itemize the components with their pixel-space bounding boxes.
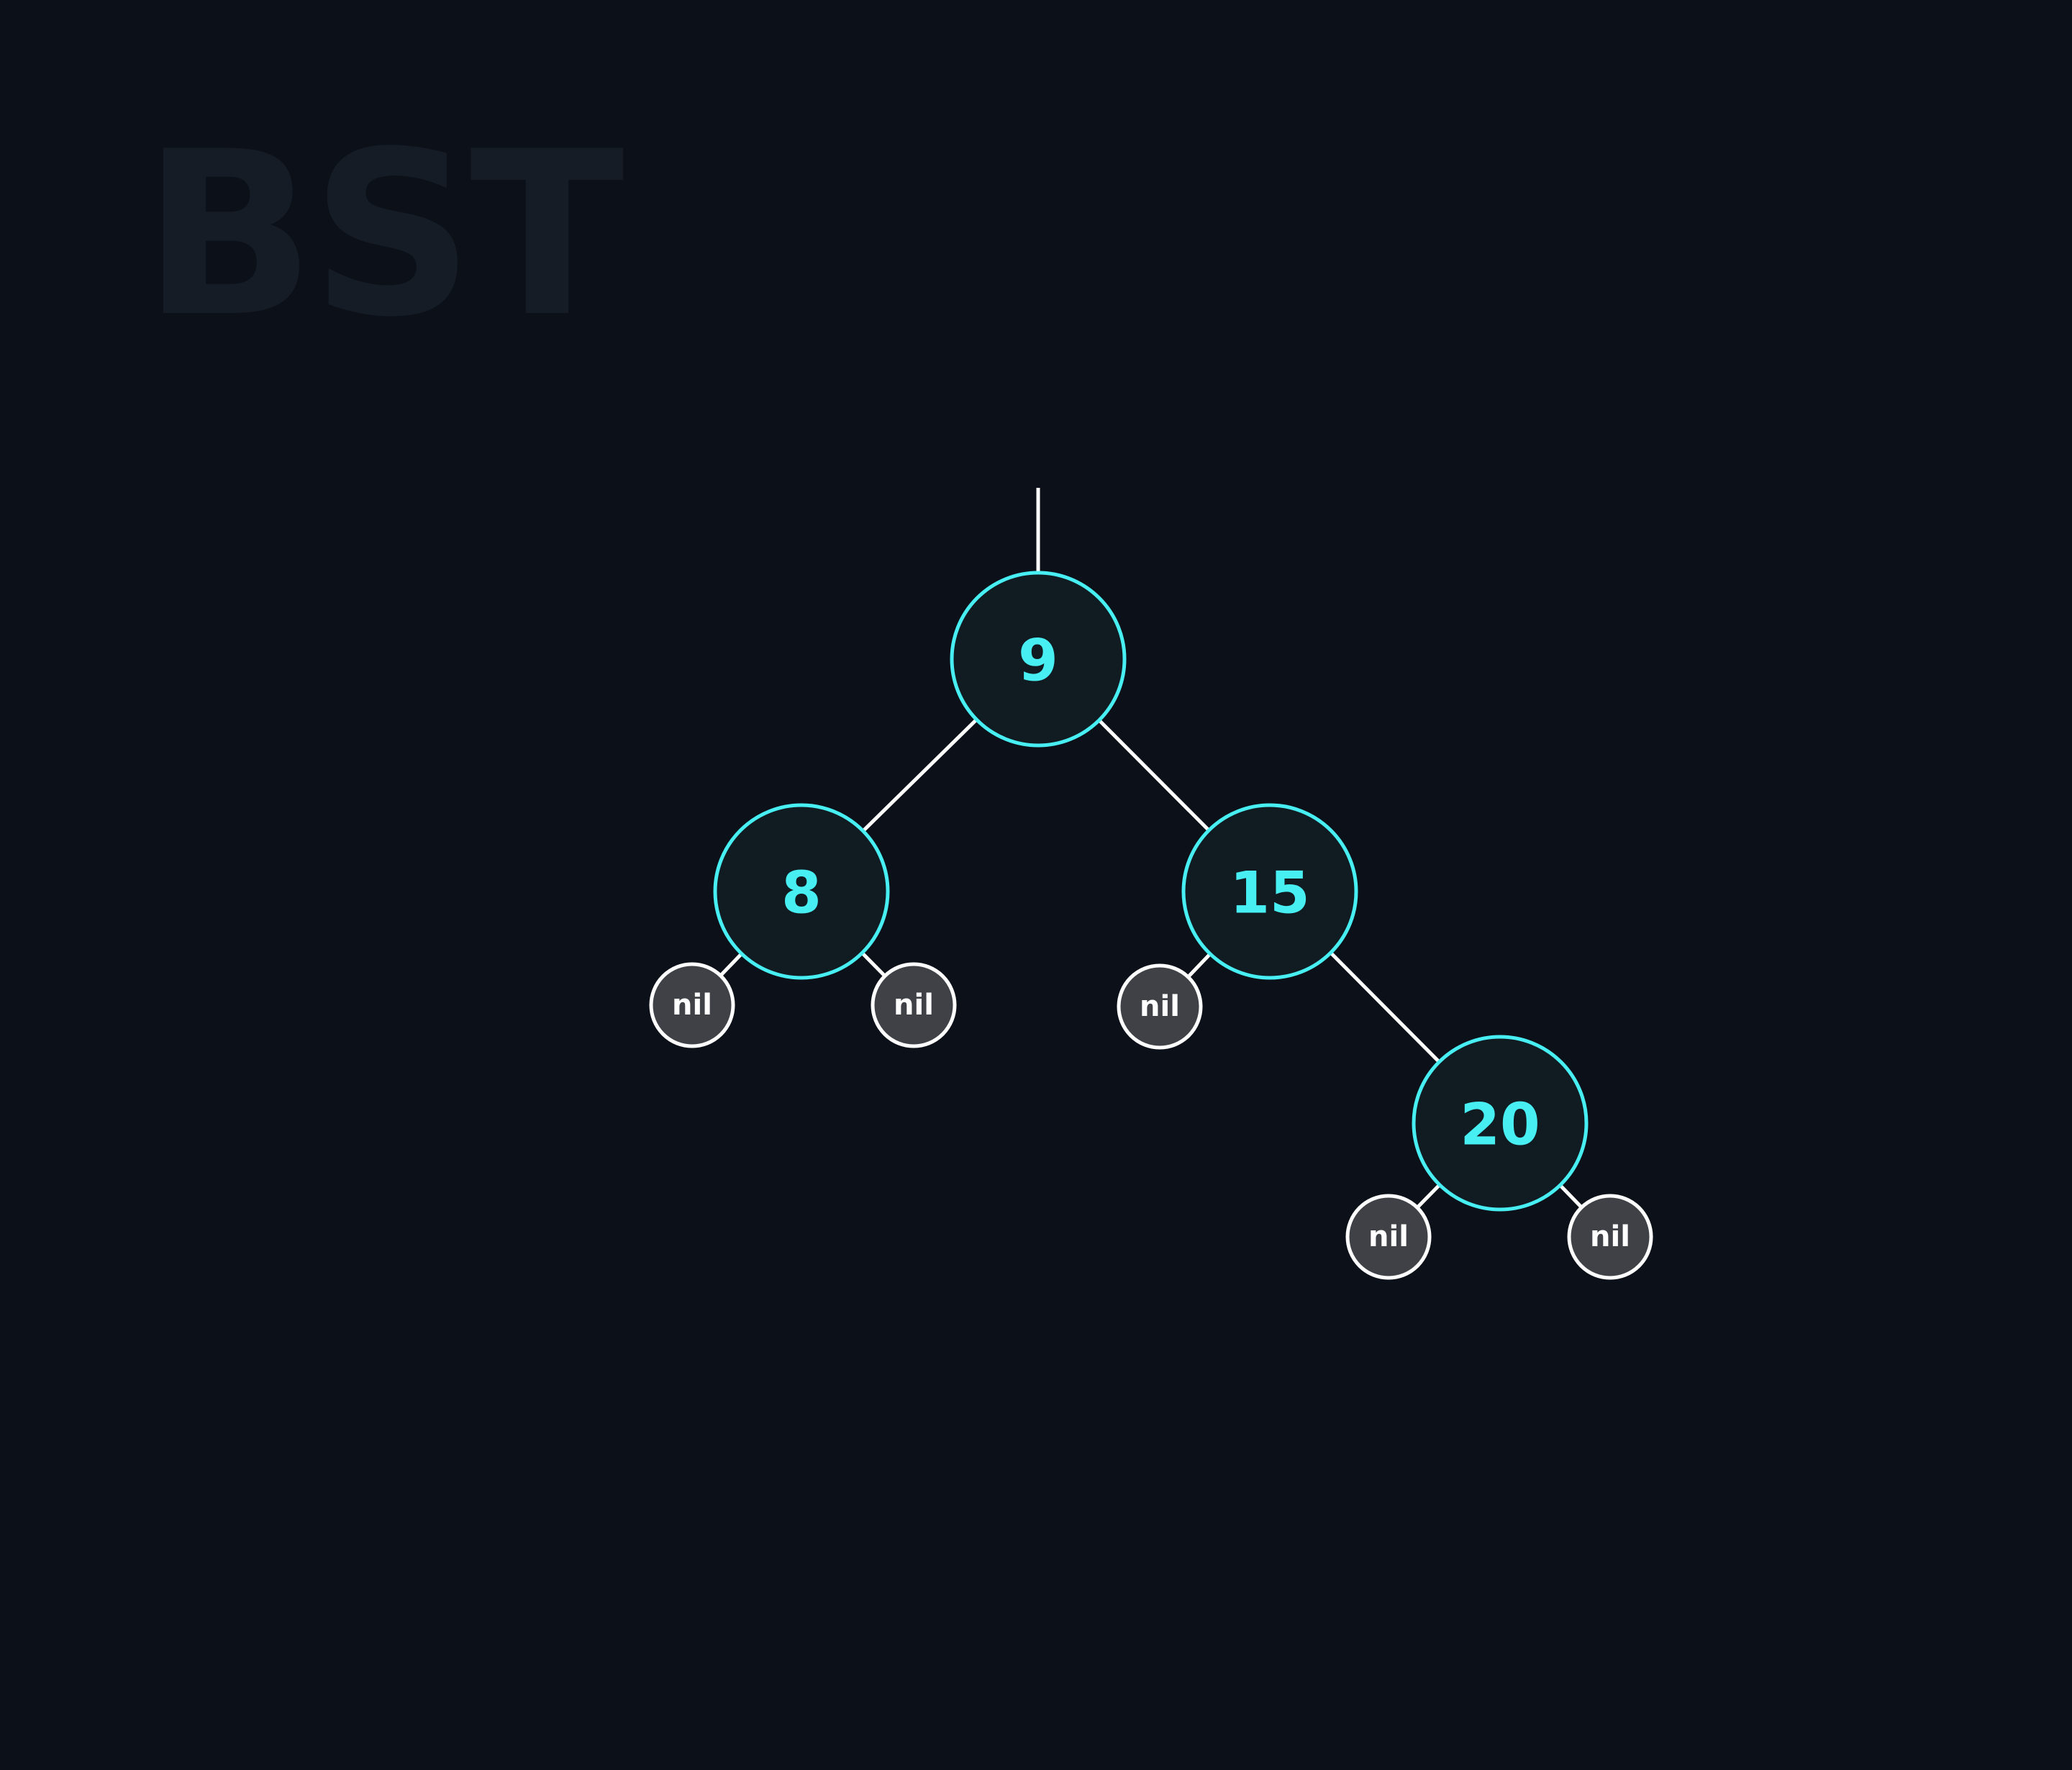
tree-node-label: 8	[781, 860, 822, 927]
tree-node-20: 20	[1412, 1035, 1589, 1212]
nil-node: nil	[1345, 1194, 1432, 1280]
nil-node: nil	[871, 962, 957, 1048]
nil-node-label: nil	[672, 989, 712, 1022]
tree-node-label: 20	[1460, 1092, 1540, 1158]
tree-node-circle	[1181, 803, 1358, 980]
nodes-layer: 9 8 15 20 nil nil nil nil nil	[649, 571, 1653, 1280]
nil-node: nil	[1567, 1194, 1653, 1280]
nil-node-circle	[649, 962, 735, 1048]
tree-node-label: 9	[1018, 627, 1058, 694]
nil-node-circle	[1345, 1194, 1432, 1280]
nil-node: nil	[1117, 963, 1203, 1050]
nil-node-label: nil	[894, 989, 934, 1022]
tree-node-label: 15	[1230, 860, 1309, 927]
nil-node-circle	[1117, 963, 1203, 1050]
tree-node-9: 9	[950, 571, 1127, 748]
nil-node-circle	[871, 962, 957, 1048]
tree-node-15: 15	[1181, 803, 1358, 980]
tree-node-circle	[1412, 1035, 1589, 1212]
tree-node-8: 8	[713, 803, 890, 980]
tree-node-circle	[713, 803, 890, 980]
tree-node-circle	[950, 571, 1127, 748]
nil-node-circle	[1567, 1194, 1653, 1280]
nil-node-label: nil	[1140, 990, 1180, 1023]
nil-node-label: nil	[1368, 1220, 1409, 1253]
nil-node-label: nil	[1590, 1220, 1630, 1253]
watermark-title: BST	[142, 104, 624, 367]
nil-node: nil	[649, 962, 735, 1048]
